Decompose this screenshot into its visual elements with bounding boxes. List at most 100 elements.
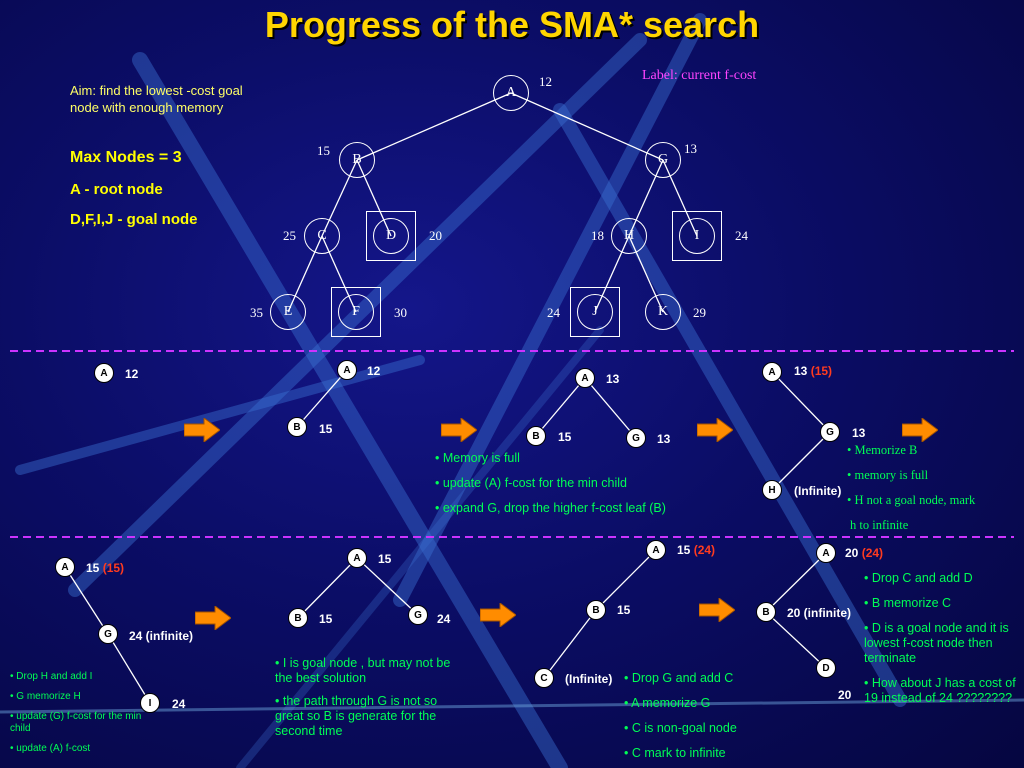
step5-value-i: 24: [172, 697, 186, 711]
tree-cost-g: 13: [684, 141, 697, 156]
right-arrow-icon: [902, 418, 938, 442]
step8-note: • Drop C and add D: [864, 571, 973, 585]
tree-node-e: E: [270, 294, 306, 330]
step5-notes: • Drop H and add I • G memorize H • upda…: [10, 671, 150, 755]
step6-node-g: G: [408, 605, 428, 625]
step7-note: • C is non-goal node: [624, 721, 737, 735]
page-title: Progress of the SMA* search: [264, 4, 760, 45]
step5-node-a: A: [55, 557, 75, 577]
step4-value-a: 13 (15): [794, 364, 833, 378]
tree-node-a: A: [493, 75, 529, 111]
tree-cost-j: 24: [547, 305, 560, 320]
tree-cost-c: 25: [283, 228, 296, 243]
step8-node-d: D: [816, 658, 836, 678]
step6-value-b: 15: [319, 612, 333, 626]
step3-value-b: 15: [558, 430, 572, 444]
step1-node-a: A: [94, 363, 114, 383]
right-arrow-icon: [699, 598, 735, 622]
step5-node-g: G: [98, 624, 118, 644]
step7-value-a: 15 (24): [677, 543, 716, 557]
step4-note: • H not a goal node, mark: [847, 493, 976, 507]
step7-note: • C mark to infinite: [624, 746, 726, 760]
tree-node-b: B: [339, 142, 375, 178]
step3-value-g: 13: [657, 432, 671, 446]
step4-value-h: (Infinite): [794, 484, 842, 498]
step4-note: h to infinite: [850, 518, 909, 532]
step2-value-b: 15: [319, 422, 333, 436]
step8-value-a: 20 (24): [845, 546, 884, 560]
step3-note: • update (A) f-cost for the min child: [435, 476, 627, 490]
tree-node-k: K: [645, 294, 681, 330]
step7-node-c: C: [534, 668, 554, 688]
tree-cost-i: 24: [735, 228, 748, 243]
step4-node-h: H: [762, 480, 782, 500]
step5-note: • update (A) f-cost: [10, 743, 91, 754]
step5-node-i: I: [140, 693, 160, 713]
step4-node-a: A: [762, 362, 782, 382]
tree-cost-f: 30: [394, 305, 407, 320]
step3-value-a: 13: [606, 372, 620, 386]
tree-node-h: H: [611, 218, 647, 254]
step6-node-b: B: [288, 608, 308, 628]
step8-note: • How about J has a cost of 19 instead o…: [864, 676, 1016, 705]
step7-note: • A memorize G: [624, 696, 711, 710]
step4-note: • Memorize B: [847, 443, 918, 457]
step7-value-b: 15: [617, 603, 631, 617]
tree-node-f: F: [338, 294, 374, 330]
step4-node-g: G: [820, 422, 840, 442]
tree-cost-k: 29: [693, 305, 706, 320]
tree-cost-b: 15: [317, 143, 330, 158]
tree-node-d: D: [373, 218, 409, 254]
step3-note: • expand G, drop the higher f-cost leaf …: [435, 501, 666, 515]
goal-box-d: [366, 211, 416, 261]
step4-note: • memory is full: [847, 468, 929, 482]
step6-note: • I is goal node , but may not be the be…: [275, 656, 451, 685]
step5-value-g: 24 (infinite): [129, 629, 194, 643]
step7-notes: • Drop G and add C • A memorize G • C is…: [624, 671, 774, 761]
step8-value-b: 20 (infinite): [787, 606, 852, 620]
goal-box-i: [672, 211, 722, 261]
step8-note: • D is a goal node and it is lowest f-co…: [864, 621, 1009, 665]
step8-node-a: A: [816, 543, 836, 563]
step6-value-a: 15: [378, 552, 392, 566]
step5-note: • G memorize H: [10, 691, 81, 702]
tree-node-i: I: [679, 218, 715, 254]
tree-cost-h: 18: [591, 228, 604, 243]
step7-node-b: B: [586, 600, 606, 620]
step3-node-b: B: [526, 426, 546, 446]
tree-cost-d: 20: [429, 228, 442, 243]
max-nodes-text: Max Nodes = 3: [70, 149, 182, 166]
tree-node-g: G: [645, 142, 681, 178]
step3-node-a: A: [575, 368, 595, 388]
step4-notes: • Memorize B • memory is full • H not a …: [847, 442, 1007, 542]
root-node-text: A - root node: [70, 181, 163, 198]
step8-note: • B memorize C: [864, 596, 952, 610]
step3-note: • Memory is full: [435, 451, 520, 465]
step7-value-c: (Infinite): [565, 672, 613, 686]
right-arrow-icon: [697, 418, 733, 442]
step6-value-g: 24: [437, 612, 451, 626]
step2-node-a: A: [337, 360, 357, 380]
tree-cost-a: 12: [539, 74, 552, 89]
tree-node-j: J: [577, 294, 613, 330]
step7-node-a: A: [646, 540, 666, 560]
step6-note: • the path through G is not so great so …: [275, 694, 438, 738]
tree-cost-e: 35: [250, 305, 263, 320]
step3-notes: • Memory is full • update (A) f-cost for…: [435, 451, 715, 526]
step5-note: • update (G) f-cost for the min child: [10, 711, 142, 734]
step3-node-g: G: [626, 428, 646, 448]
step6-notes: • I is goal node , but may not be the be…: [275, 656, 465, 739]
step8-value-d: 20: [838, 688, 852, 702]
goal-box-f: [331, 287, 381, 337]
step7-note: • Drop G and add C: [624, 671, 734, 685]
step5-value-a: 15 (15): [86, 561, 125, 575]
step4-value-g: 13: [852, 426, 866, 440]
step2-node-b: B: [287, 417, 307, 437]
step1-value-a: 12: [125, 367, 139, 381]
right-arrow-icon: [480, 603, 516, 627]
right-arrow-icon: [184, 418, 220, 442]
step8-notes: • Drop C and add D • B memorize C • D is…: [864, 571, 1016, 706]
right-arrow-icon: [195, 606, 231, 630]
step5-note: • Drop H and add I: [10, 671, 93, 682]
step8-node-b: B: [756, 602, 776, 622]
